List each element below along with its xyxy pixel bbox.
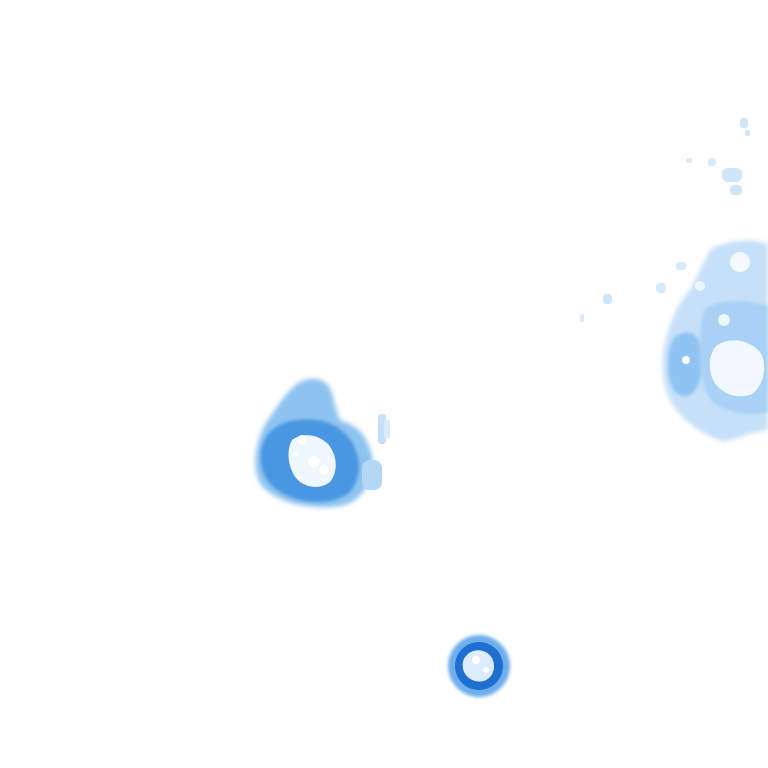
echo-core-northeast (709, 340, 765, 397)
echo-mid-northeast (668, 332, 704, 397)
echo-core-south (462, 650, 494, 682)
scattered-echoes-center (362, 414, 390, 490)
storm-cell-center (255, 378, 390, 508)
storm-cell-northeast (580, 118, 768, 442)
storm-cell-south (448, 635, 510, 697)
scattered-echoes-northeast (580, 118, 750, 322)
